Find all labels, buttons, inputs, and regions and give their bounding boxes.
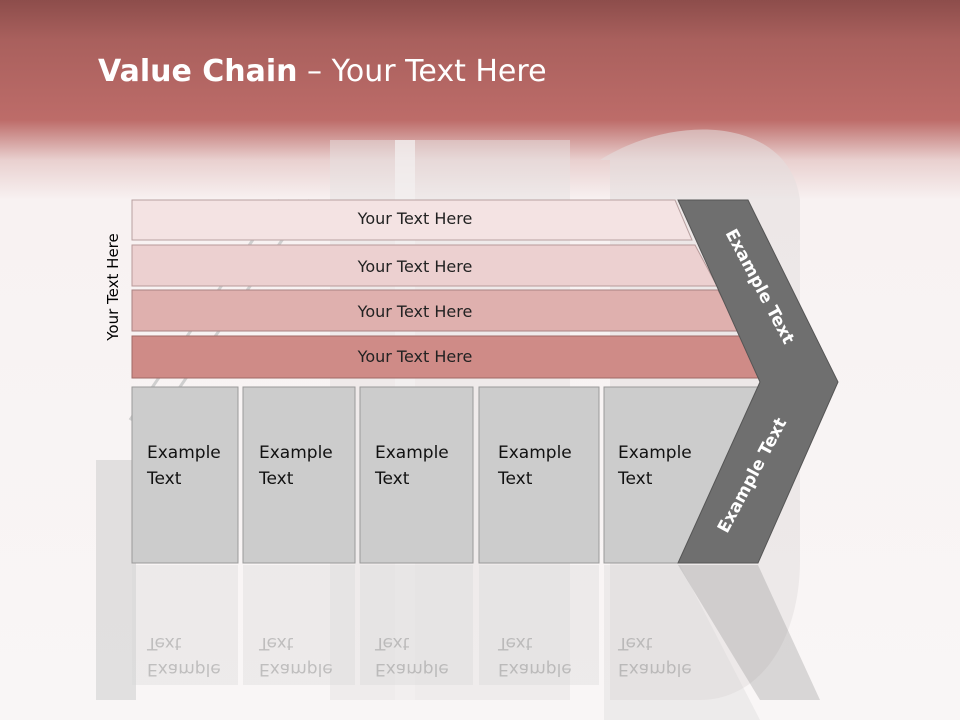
box-1 bbox=[131, 386, 239, 564]
chevron-arrow bbox=[677, 199, 839, 564]
box-3 bbox=[359, 386, 474, 564]
band-1 bbox=[131, 199, 693, 241]
box-2 bbox=[242, 386, 356, 564]
band-text-4: Your Text Here bbox=[357, 347, 473, 366]
band-text-1: Your Text Here bbox=[357, 209, 473, 228]
side-label: Your Text Here bbox=[104, 233, 122, 341]
box-4 bbox=[478, 386, 600, 564]
slide-title: Value Chain – Your Text Here bbox=[98, 54, 547, 89]
band-text-3: Your Text Here bbox=[357, 302, 473, 321]
band-text-2: Your Text Here bbox=[357, 257, 473, 276]
